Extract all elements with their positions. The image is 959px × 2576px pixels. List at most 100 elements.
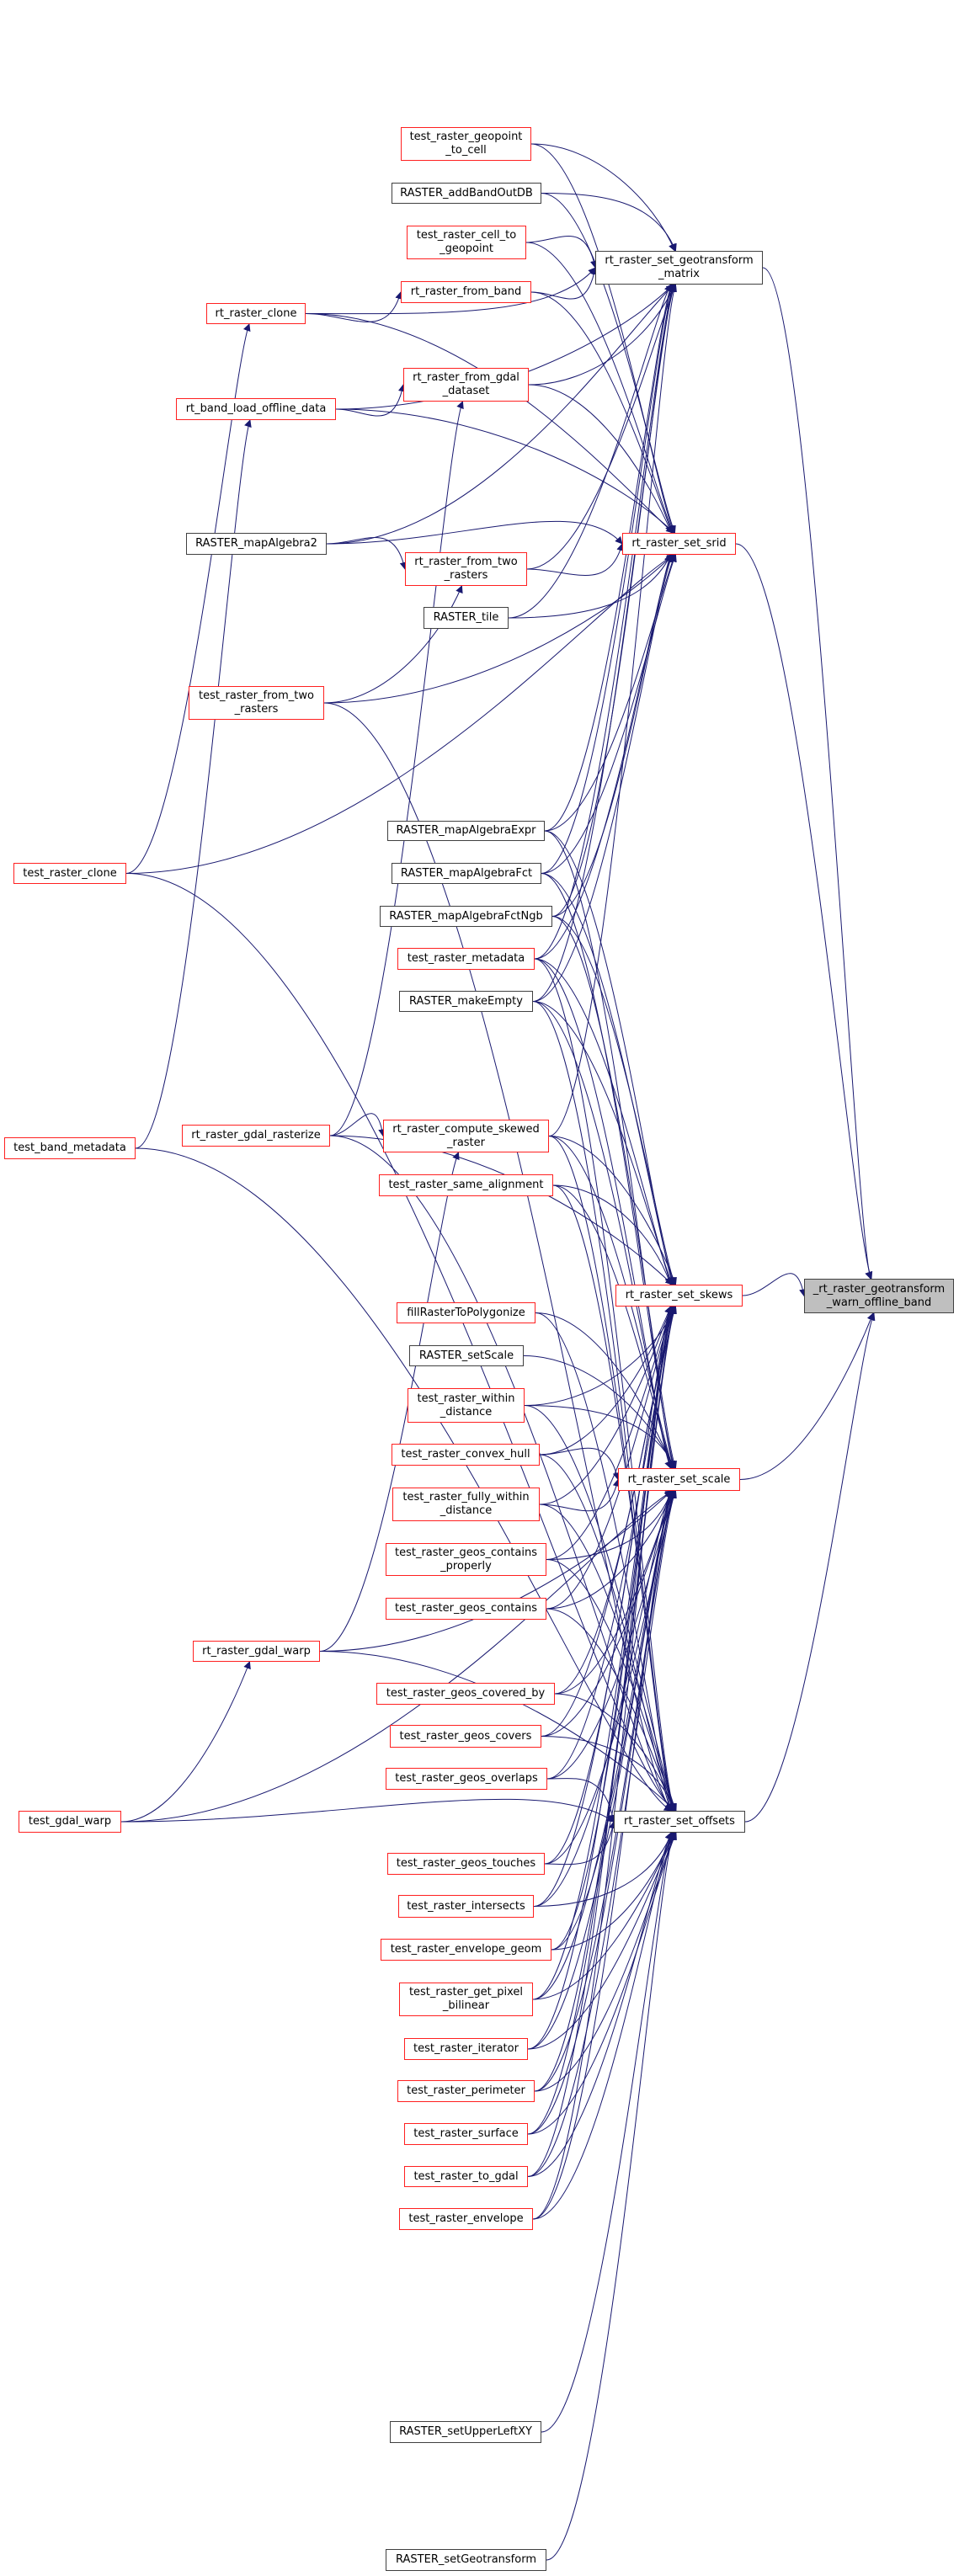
edge-test_band_metadata-to-set_offsets	[135, 1147, 672, 1812]
node-band-load-offline-data[interactable]: rt_band_load_offline_data	[176, 398, 336, 420]
edge-test_gdal_warp-to-set_scale	[120, 1490, 674, 1823]
edge-band_load_offline-to-set_gt	[335, 284, 674, 410]
edge-mapAlgebraExpr-to-set_scale	[544, 830, 675, 1469]
node-raster-mapalgebrafctngb[interactable]: RASTER_mapAlgebraFctNgb	[380, 906, 552, 927]
edge-to_gdal-to-set_scale	[527, 1490, 677, 2177]
edge-fillRaster-to-set_offsets	[535, 1312, 674, 1812]
edge-mapAlgebraExpr-to-set_gt	[544, 284, 673, 832]
edge-envelope-to-set_skews	[532, 1306, 673, 2220]
edge-fully_within-to-set_offsets	[539, 1504, 677, 1812]
node-raster-tile[interactable]: RASTER_tile	[424, 607, 509, 629]
node-test-convex-hull[interactable]: test_raster_convex_hull	[392, 1444, 540, 1466]
node-test-gdal-warp[interactable]: test_gdal_warp	[19, 1811, 121, 1833]
node-test-envelope-geom[interactable]: test_raster_envelope_geom	[381, 1939, 551, 1961]
node-compute-skewed-raster[interactable]: rt_raster_compute_skewed _raster	[383, 1120, 549, 1152]
edge-test_clone-to-set_offsets	[125, 873, 677, 1812]
edge-raster_tile-to-set_srid	[508, 554, 672, 619]
edge-test_gdal_warp-to-set_offsets	[120, 1798, 615, 1823]
edge-makeEmpty-to-set_skews	[532, 1001, 674, 1285]
edge-mapAlgebra2-to-set_gt	[326, 284, 675, 545]
edge-intersects-to-set_scale	[533, 1490, 672, 1907]
node-from-gdal-dataset[interactable]: rt_raster_from_gdal _dataset	[403, 368, 529, 402]
node-test-cell-to-geopoint[interactable]: test_raster_cell_to _geopoint	[407, 226, 526, 259]
edge-mapAlgebraFct-to-set_srid	[541, 554, 677, 874]
edge-compute_skewed-to-set_scale	[548, 1136, 674, 1469]
edge-gdal_rasterize-to-compute_skewed	[329, 1113, 386, 1137]
node-set-skews[interactable]: rt_raster_set_skews	[615, 1285, 743, 1307]
node-from-band[interactable]: rt_raster_from_band	[401, 281, 531, 303]
edge-from_gdal_dataset-to-set_gt	[528, 284, 676, 386]
node-raster-addbandoutdb[interactable]: RASTER_addBandOutDB	[392, 183, 541, 204]
node-raster-mapalgebrafct[interactable]: RASTER_mapAlgebraFct	[392, 863, 541, 884]
edge-test_from_two-to-from_two_rasters	[323, 585, 463, 704]
node-test-same-alignment[interactable]: test_raster_same_alignment	[379, 1174, 553, 1196]
node-test-get-pixel-bilinear[interactable]: test_raster_get_pixel _bilinear	[399, 1983, 533, 2016]
edge-convex_hull-to-set_scale	[539, 1447, 621, 1481]
node-set-scale[interactable]: rt_raster_set_scale	[618, 1468, 740, 1491]
node-from-two-rasters[interactable]: rt_raster_from_two _rasters	[405, 552, 527, 586]
node-set-srid[interactable]: rt_raster_set_srid	[622, 533, 736, 555]
edge-test_from_two-to-set_offsets	[323, 702, 673, 1812]
node-test-geos-overlaps[interactable]: test_raster_geos_overlaps	[386, 1768, 547, 1790]
edge-gdal_rasterize-to-from_gdal_dataset	[329, 401, 464, 1136]
edge-same_alignment-to-set_skews	[552, 1184, 673, 1285]
edge-iterator-to-set_skews	[527, 1306, 675, 2050]
edge-touches-to-set_offsets	[544, 1821, 616, 1865]
node-raster-setscale[interactable]: RASTER_setScale	[409, 1345, 524, 1366]
edge-rt_clone-to-set_srid	[305, 313, 674, 534]
node-test-geopoint-to-cell[interactable]: test_raster_geopoint _to_cell	[401, 127, 531, 161]
edge-test_metadata-to-set_gt	[534, 284, 675, 960]
edge-within_distance-to-set_offsets	[524, 1405, 677, 1812]
edge-setGeotransform-to-set_offsets	[546, 1832, 675, 2561]
edge-from_gdal_dataset-to-set_srid	[528, 384, 673, 534]
edge-from_band-to-set_gt	[530, 267, 598, 300]
edge-compute_skewed-to-set_gt	[548, 284, 677, 1136]
node-test-fully-within-distance[interactable]: test_raster_fully_within _distance	[392, 1488, 540, 1521]
node-test-band-metadata[interactable]: test_band_metadata	[4, 1137, 136, 1159]
edge-addBandOutDB-to-set_srid	[541, 193, 676, 534]
node-test-geos-covers[interactable]: test_raster_geos_covers	[390, 1725, 541, 1748]
node-test-within-distance[interactable]: test_raster_within _distance	[408, 1388, 525, 1423]
edge-test_from_two-to-set_srid	[323, 554, 674, 704]
edge-geos_contains-to-set_offsets	[546, 1608, 675, 1812]
node-fillrastertopolygonize[interactable]: fillRasterToPolygonize	[397, 1302, 535, 1323]
edge-perimeter-to-set_scale	[534, 1490, 675, 2092]
node-test-raster-metadata[interactable]: test_raster_metadata	[397, 948, 535, 970]
node-test-raster-intersects[interactable]: test_raster_intersects	[398, 1895, 534, 1918]
node-raster-makeempty[interactable]: RASTER_makeEmpty	[399, 991, 533, 1012]
edge-setScale-to-set_scale	[523, 1355, 675, 1469]
edge-makeEmpty-to-set_srid	[532, 554, 674, 1002]
node-raster-mapalgebraexpr[interactable]: RASTER_mapAlgebraExpr	[387, 821, 545, 841]
node-test-raster-to-gdal[interactable]: test_raster_to_gdal	[404, 2166, 528, 2187]
node-raster-setupperleftxy[interactable]: RASTER_setUpperLeftXY	[390, 2421, 541, 2443]
node-test-from-two-rasters[interactable]: test_raster_from_two _rasters	[189, 686, 324, 720]
node-set-offsets[interactable]: rt_raster_set_offsets	[614, 1811, 745, 1833]
edge-perimeter-to-set_offsets	[534, 1832, 677, 2092]
edge-test_clone-to-rt_clone	[125, 323, 251, 874]
node-target[interactable]: _rt_raster_geotransform _warn_offline_ba…	[804, 1279, 954, 1313]
node-test-raster-surface[interactable]: test_raster_surface	[404, 2123, 528, 2145]
node-test-geos-contains-properly[interactable]: test_raster_geos_contains _properly	[386, 1543, 546, 1576]
node-test-raster-perimeter[interactable]: test_raster_perimeter	[397, 2080, 535, 2102]
edge-intersects-to-set_offsets	[533, 1832, 674, 1907]
node-gdal-rasterize[interactable]: rt_raster_gdal_rasterize	[182, 1125, 330, 1147]
node-raster-mapalgebra2[interactable]: RASTER_mapAlgebra2	[186, 533, 327, 555]
edge-same_alignment-to-set_offsets	[552, 1184, 675, 1812]
edge-test_band_metadata-to-band_load_offline	[135, 419, 252, 1149]
edge-rt_clone-to-from_band	[305, 291, 403, 322]
node-test-raster-iterator[interactable]: test_raster_iterator	[404, 2038, 528, 2060]
edge-set_gt-to-target	[762, 267, 872, 1280]
edge-fillRaster-to-set_scale	[535, 1312, 674, 1469]
edge-contains_properly-to-set_scale	[546, 1490, 673, 1560]
edge-from_two_rasters-to-set_srid	[526, 543, 625, 576]
edge-geos_contains-to-set_scale	[546, 1490, 674, 1610]
node-set-geotransform-matrix[interactable]: rt_raster_set_geotransform _matrix	[595, 251, 763, 285]
node-raster-setgeotransform[interactable]: RASTER_setGeotransform	[386, 2549, 546, 2571]
node-test-raster-envelope[interactable]: test_raster_envelope	[399, 2208, 533, 2230]
node-rt-raster-clone[interactable]: rt_raster_clone	[206, 303, 306, 324]
node-test-geos-touches[interactable]: test_raster_geos_touches	[387, 1853, 545, 1875]
node-test-geos-covered-by[interactable]: test_raster_geos_covered_by	[376, 1683, 555, 1705]
node-rt-raster-gdal-warp[interactable]: rt_raster_gdal_warp	[193, 1641, 320, 1662]
node-test-raster-clone[interactable]: test_raster_clone	[13, 863, 126, 884]
node-test-geos-contains[interactable]: test_raster_geos_contains	[386, 1598, 546, 1620]
